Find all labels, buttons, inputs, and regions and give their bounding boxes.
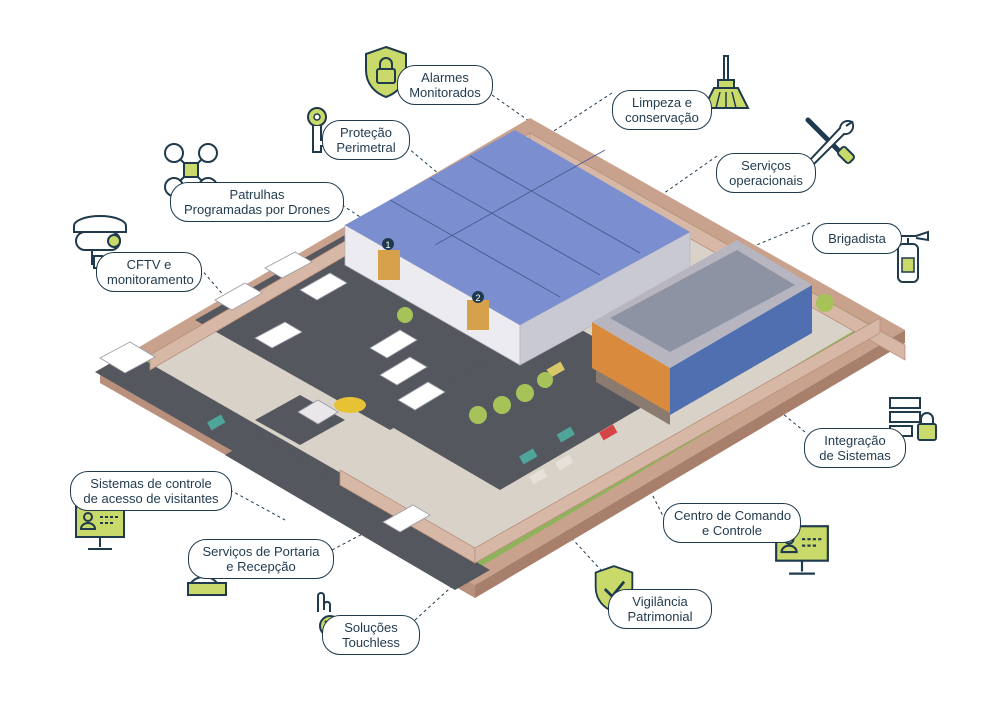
fire-extinguisher-icon (896, 230, 929, 283)
trees (397, 294, 834, 424)
server-lock-icon (889, 397, 937, 441)
broom-icon (702, 55, 750, 109)
office-building (592, 240, 812, 425)
tools-icon (805, 117, 855, 166)
gatehouse (297, 399, 339, 425)
cars (207, 361, 618, 485)
yellow-marking (334, 397, 366, 413)
building-number-1: 1 (385, 240, 390, 250)
building-number-2: 2 (475, 293, 480, 303)
trucks (99, 251, 446, 533)
label-brigadista: Brigadista (812, 223, 902, 254)
warehouse (344, 130, 691, 366)
